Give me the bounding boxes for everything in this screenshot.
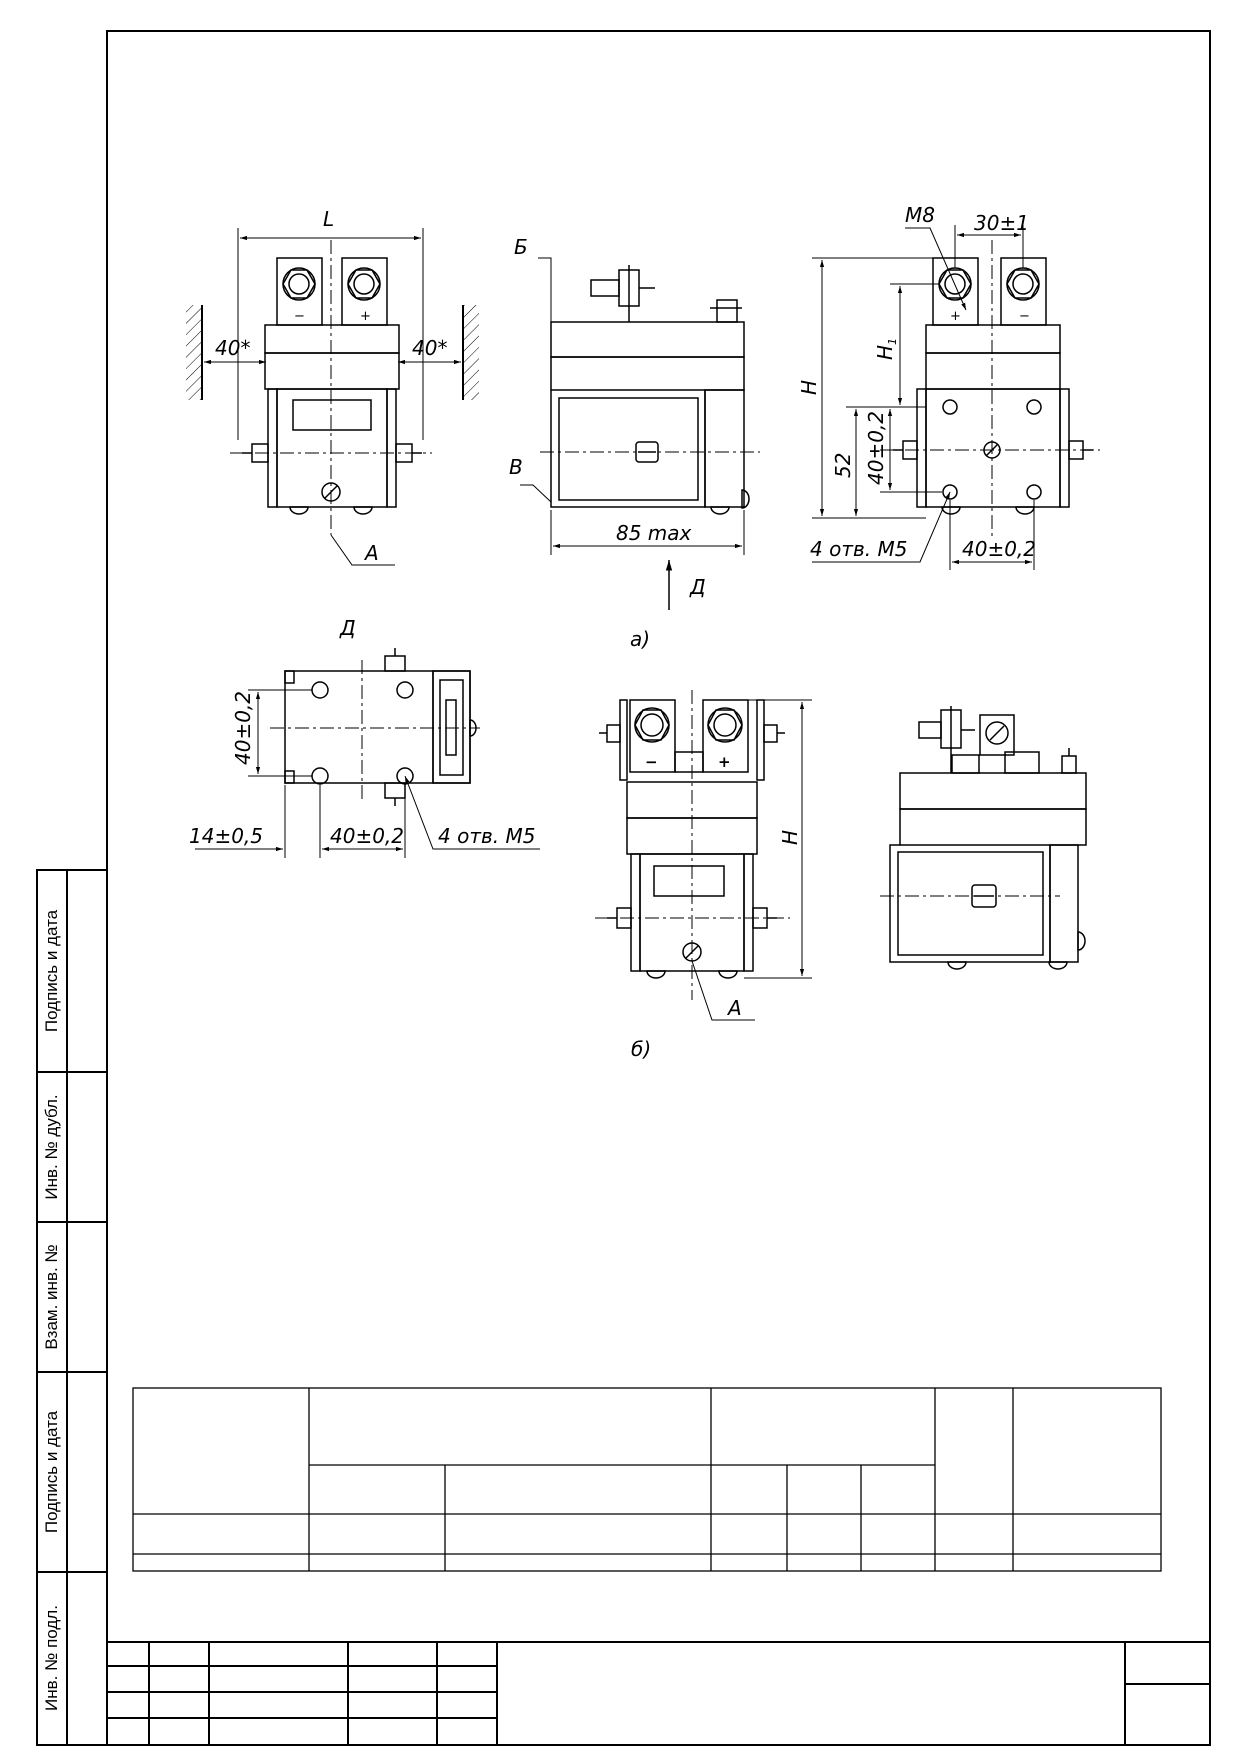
dim-L: L <box>323 207 334 231</box>
dim-hole-spacing-v: 40±0,2 <box>864 411 888 485</box>
title-block <box>107 1641 1210 1745</box>
view-b-front-signs: − + <box>645 753 731 771</box>
dim-pitch-30: 30±1 <box>974 211 1029 235</box>
section-V-label: В <box>509 455 523 479</box>
dim-52: 52 <box>831 453 855 478</box>
caption-a: а) <box>630 627 650 651</box>
minus-sign: − <box>294 309 305 324</box>
view-b-side <box>880 706 1087 970</box>
view-a-rear-labels: M8 30±1 H H 1 52 40±0,2 4 отв. M5 40±0,2 <box>797 203 1036 561</box>
view-D-labels: Д 40±0,2 14±0,5 40±0,2 4 отв. M5 <box>189 616 535 848</box>
stamp-label-orig-inv: Инв. № подл. <box>42 1605 61 1711</box>
section-A-label: А <box>363 541 379 565</box>
view-D-arrow-label: Д <box>689 575 706 599</box>
b-minus-sign: − <box>645 753 658 771</box>
dim-H1: H <box>873 345 897 360</box>
rear-minus-sign: − <box>1019 309 1030 324</box>
b-plus-sign: + <box>718 753 731 771</box>
view-D-bottom <box>195 648 540 858</box>
view-D-title: Д <box>339 616 356 640</box>
view-b-front <box>595 690 812 1021</box>
drawing-frame <box>106 30 1211 1746</box>
dim-H: H <box>797 380 821 395</box>
view-a-front-signs: − + <box>294 309 371 324</box>
view-a-rear <box>812 225 1100 570</box>
plus-sign: + <box>360 309 371 324</box>
D-dim-offset-14: 14±0,5 <box>189 824 263 848</box>
rear-plus-sign: + <box>950 309 961 324</box>
stamp-label-repl-inv: Взам. инв. № <box>42 1244 61 1350</box>
spec-table <box>132 1387 1162 1572</box>
dim-holes-M5: 4 отв. M5 <box>810 537 907 561</box>
D-dim-spacing-v: 40±0,2 <box>231 691 255 765</box>
side-stamp <box>36 869 108 1746</box>
D-dim-holes-M5: 4 отв. M5 <box>438 824 535 848</box>
section-A-b-label: А <box>726 996 742 1020</box>
view-a-side-labels: Б В 85 max Д а) <box>509 235 706 651</box>
dim-thread-M8: M8 <box>905 203 935 227</box>
caption-b: б) <box>631 1037 651 1061</box>
dim-85-max: 85 max <box>616 521 692 545</box>
stamp-label-sign-date-2: Подпись и дата <box>42 1410 61 1534</box>
D-dim-spacing-h: 40±0,2 <box>330 824 404 848</box>
view-a-front-labels: L 40* 40* А <box>215 207 447 565</box>
view-a-side <box>520 257 760 610</box>
dim-H1-subscript: 1 <box>886 338 899 345</box>
view-a-rear-signs: + − <box>950 309 1030 324</box>
dim-hole-spacing-h: 40±0,2 <box>962 537 1036 561</box>
view-b-front-labels: H А б) <box>631 830 802 1061</box>
dim-clearance-left: 40* <box>215 336 250 360</box>
view-a-front <box>186 228 479 566</box>
stamp-label-dup-inv: Инв. № дубл. <box>42 1094 61 1200</box>
dim-clearance-right: 40* <box>412 336 447 360</box>
stamp-label-sign-date-1: Подпись и дата <box>42 909 61 1033</box>
section-B-label: Б <box>514 235 528 259</box>
dim-H-b: H <box>778 830 802 845</box>
